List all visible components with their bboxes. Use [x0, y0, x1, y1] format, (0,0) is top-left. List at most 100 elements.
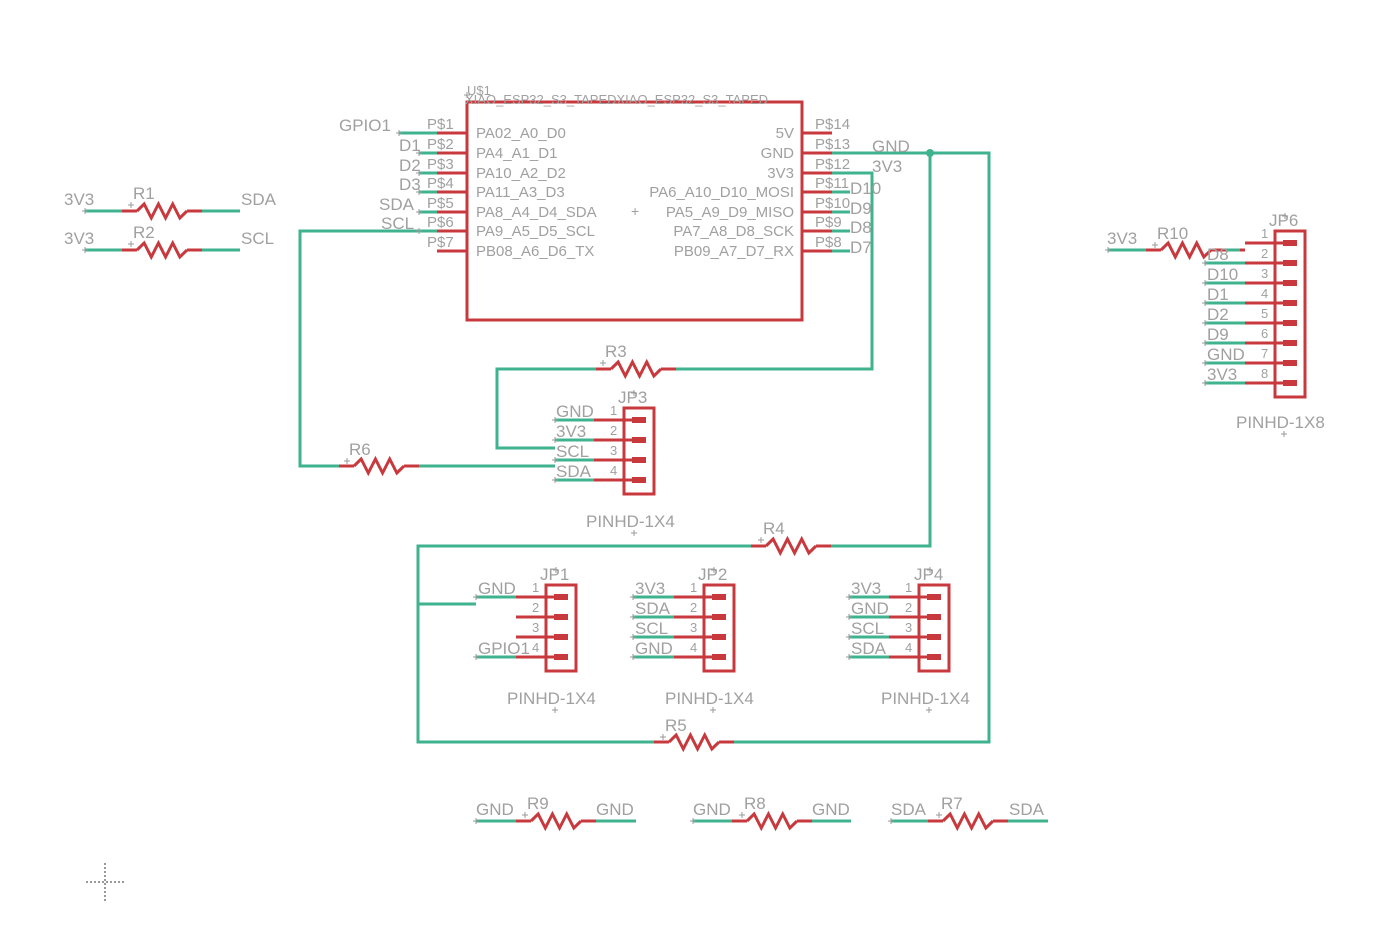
header-ref: JP6: [1269, 211, 1298, 230]
origin-mark: [1202, 340, 1208, 346]
xiao-pin-name: PA4_A1_D1: [476, 145, 557, 162]
xiao-pin-name: GND: [761, 145, 795, 162]
header-pin-pad: [1283, 300, 1297, 306]
net-label: SDA: [1009, 800, 1045, 819]
origin-mark: [630, 614, 636, 620]
header-pin-number: 1: [532, 580, 539, 595]
net-label: GND: [872, 137, 910, 156]
origin-mark: [630, 594, 636, 600]
origin-mark: [631, 530, 637, 536]
header-pin-number: 6: [1261, 326, 1268, 341]
xiao-pin-name: PA8_A4_D4_SDA: [476, 204, 597, 221]
net-label: 3V3: [851, 579, 881, 598]
header-pin-pad: [927, 594, 941, 600]
origin-mark: [710, 707, 716, 713]
origin-mark: [552, 437, 558, 443]
origin-mark: [522, 812, 528, 818]
center-mark: +: [631, 203, 639, 219]
net-label: SDA: [851, 639, 887, 658]
net-label: 3V3: [1107, 229, 1137, 248]
header-pin-number: 1: [690, 580, 697, 595]
net-label: SCL: [381, 214, 414, 233]
r4-r5-wire: [416, 544, 752, 744]
header-body-jp1: [544, 583, 578, 673]
resistor-ref: R2: [133, 223, 155, 242]
net-label: GND: [1207, 345, 1245, 364]
header-pin-number: 3: [532, 620, 539, 635]
xiao-pad-label: P$13: [815, 136, 850, 153]
gnd-r4-wire: [830, 153, 932, 548]
xiao-pad-label: P$3: [427, 156, 454, 173]
header-ref: JP4: [914, 565, 943, 584]
xiao-value-label: XIAO_ESP32_S3_TAPEDXIAO_ESP32_S3_TAPED: [465, 92, 768, 107]
header-value: PINHD-1X4: [881, 689, 970, 708]
resistor-ref: R8: [744, 794, 766, 813]
resistor-r5: [667, 731, 721, 753]
origin-crosshair-icon: [86, 863, 124, 901]
header-pin-pad: [632, 437, 646, 443]
net-label: SCL: [635, 619, 668, 638]
header-pin-number: 4: [610, 463, 617, 478]
xiao-pad-label: P$1: [427, 116, 454, 133]
net-label: 3V3: [635, 579, 665, 598]
net-label: SDA: [635, 599, 671, 618]
origin-mark: [128, 241, 134, 247]
header-body-jp3: [622, 406, 656, 496]
header-pin-pad: [1283, 340, 1297, 346]
origin-mark: [1105, 247, 1111, 253]
net-label: SDA: [241, 190, 277, 209]
xiao-pin-name: PA7_A8_D8_SCK: [673, 223, 794, 240]
header-pin-number: 4: [1261, 286, 1268, 301]
header-pin-number: 4: [532, 640, 539, 655]
net-label: GND: [476, 800, 514, 819]
header-pin-pad: [1283, 320, 1297, 326]
net-label: D3: [399, 175, 421, 194]
text-layer: U$1XIAO_ESP32_S3_TAPEDXIAO_ESP32_S3_TAPE…: [64, 83, 1325, 819]
header-pin-number: 1: [905, 580, 912, 595]
origin-mark: [82, 208, 88, 214]
header-pin-number: 4: [690, 640, 697, 655]
resistor-r6: [352, 455, 406, 477]
header-pin-pad: [1283, 280, 1297, 286]
net-label: D7: [850, 238, 872, 257]
origin-mark: [846, 634, 852, 640]
header-pin-number: 2: [905, 600, 912, 615]
xiao-pin-name: PB08_A6_D6_TX: [476, 243, 594, 260]
header-pin-pad: [927, 614, 941, 620]
origin-mark: [1202, 300, 1208, 306]
net-label: GND: [851, 599, 889, 618]
origin-mark: [416, 189, 422, 195]
header-pin-number: 3: [690, 620, 697, 635]
net-label: 3V3: [872, 157, 902, 176]
net-label: SCL: [556, 442, 589, 461]
header-pin-number: 3: [1261, 266, 1268, 281]
wire-layer: [85, 131, 1245, 823]
header-body-jp6: [1273, 229, 1307, 399]
xiao-pad-label: P$2: [427, 136, 454, 153]
origin-mark: [846, 614, 852, 620]
header-pin-number: 2: [532, 600, 539, 615]
net-label: 3V3: [1207, 365, 1237, 384]
resistor-ref: R1: [133, 184, 155, 203]
header-pin-pad: [554, 594, 568, 600]
net-label: GND: [635, 639, 673, 658]
scl-r6-wire: [298, 229, 437, 468]
xiao-pin-name: PA11_A3_D3: [476, 184, 565, 201]
origin-mark: [846, 654, 852, 660]
resistor-r1: [135, 200, 189, 222]
origin-mark: [473, 654, 479, 660]
resistor-r3: [609, 358, 663, 380]
origin-mark: [1202, 260, 1208, 266]
origin-mark: [739, 812, 745, 818]
origin-mark: [1282, 213, 1288, 219]
r3-jp3-wire: [495, 367, 597, 450]
origin-mark-layer: [82, 92, 1288, 901]
net-label: SCL: [241, 229, 274, 248]
origin-mark: [553, 567, 559, 573]
origin-mark: [1202, 320, 1208, 326]
resistor-ref: R6: [349, 440, 371, 459]
net-label: GND: [596, 800, 634, 819]
net-label: GND: [693, 800, 731, 819]
net-label: SDA: [379, 195, 415, 214]
